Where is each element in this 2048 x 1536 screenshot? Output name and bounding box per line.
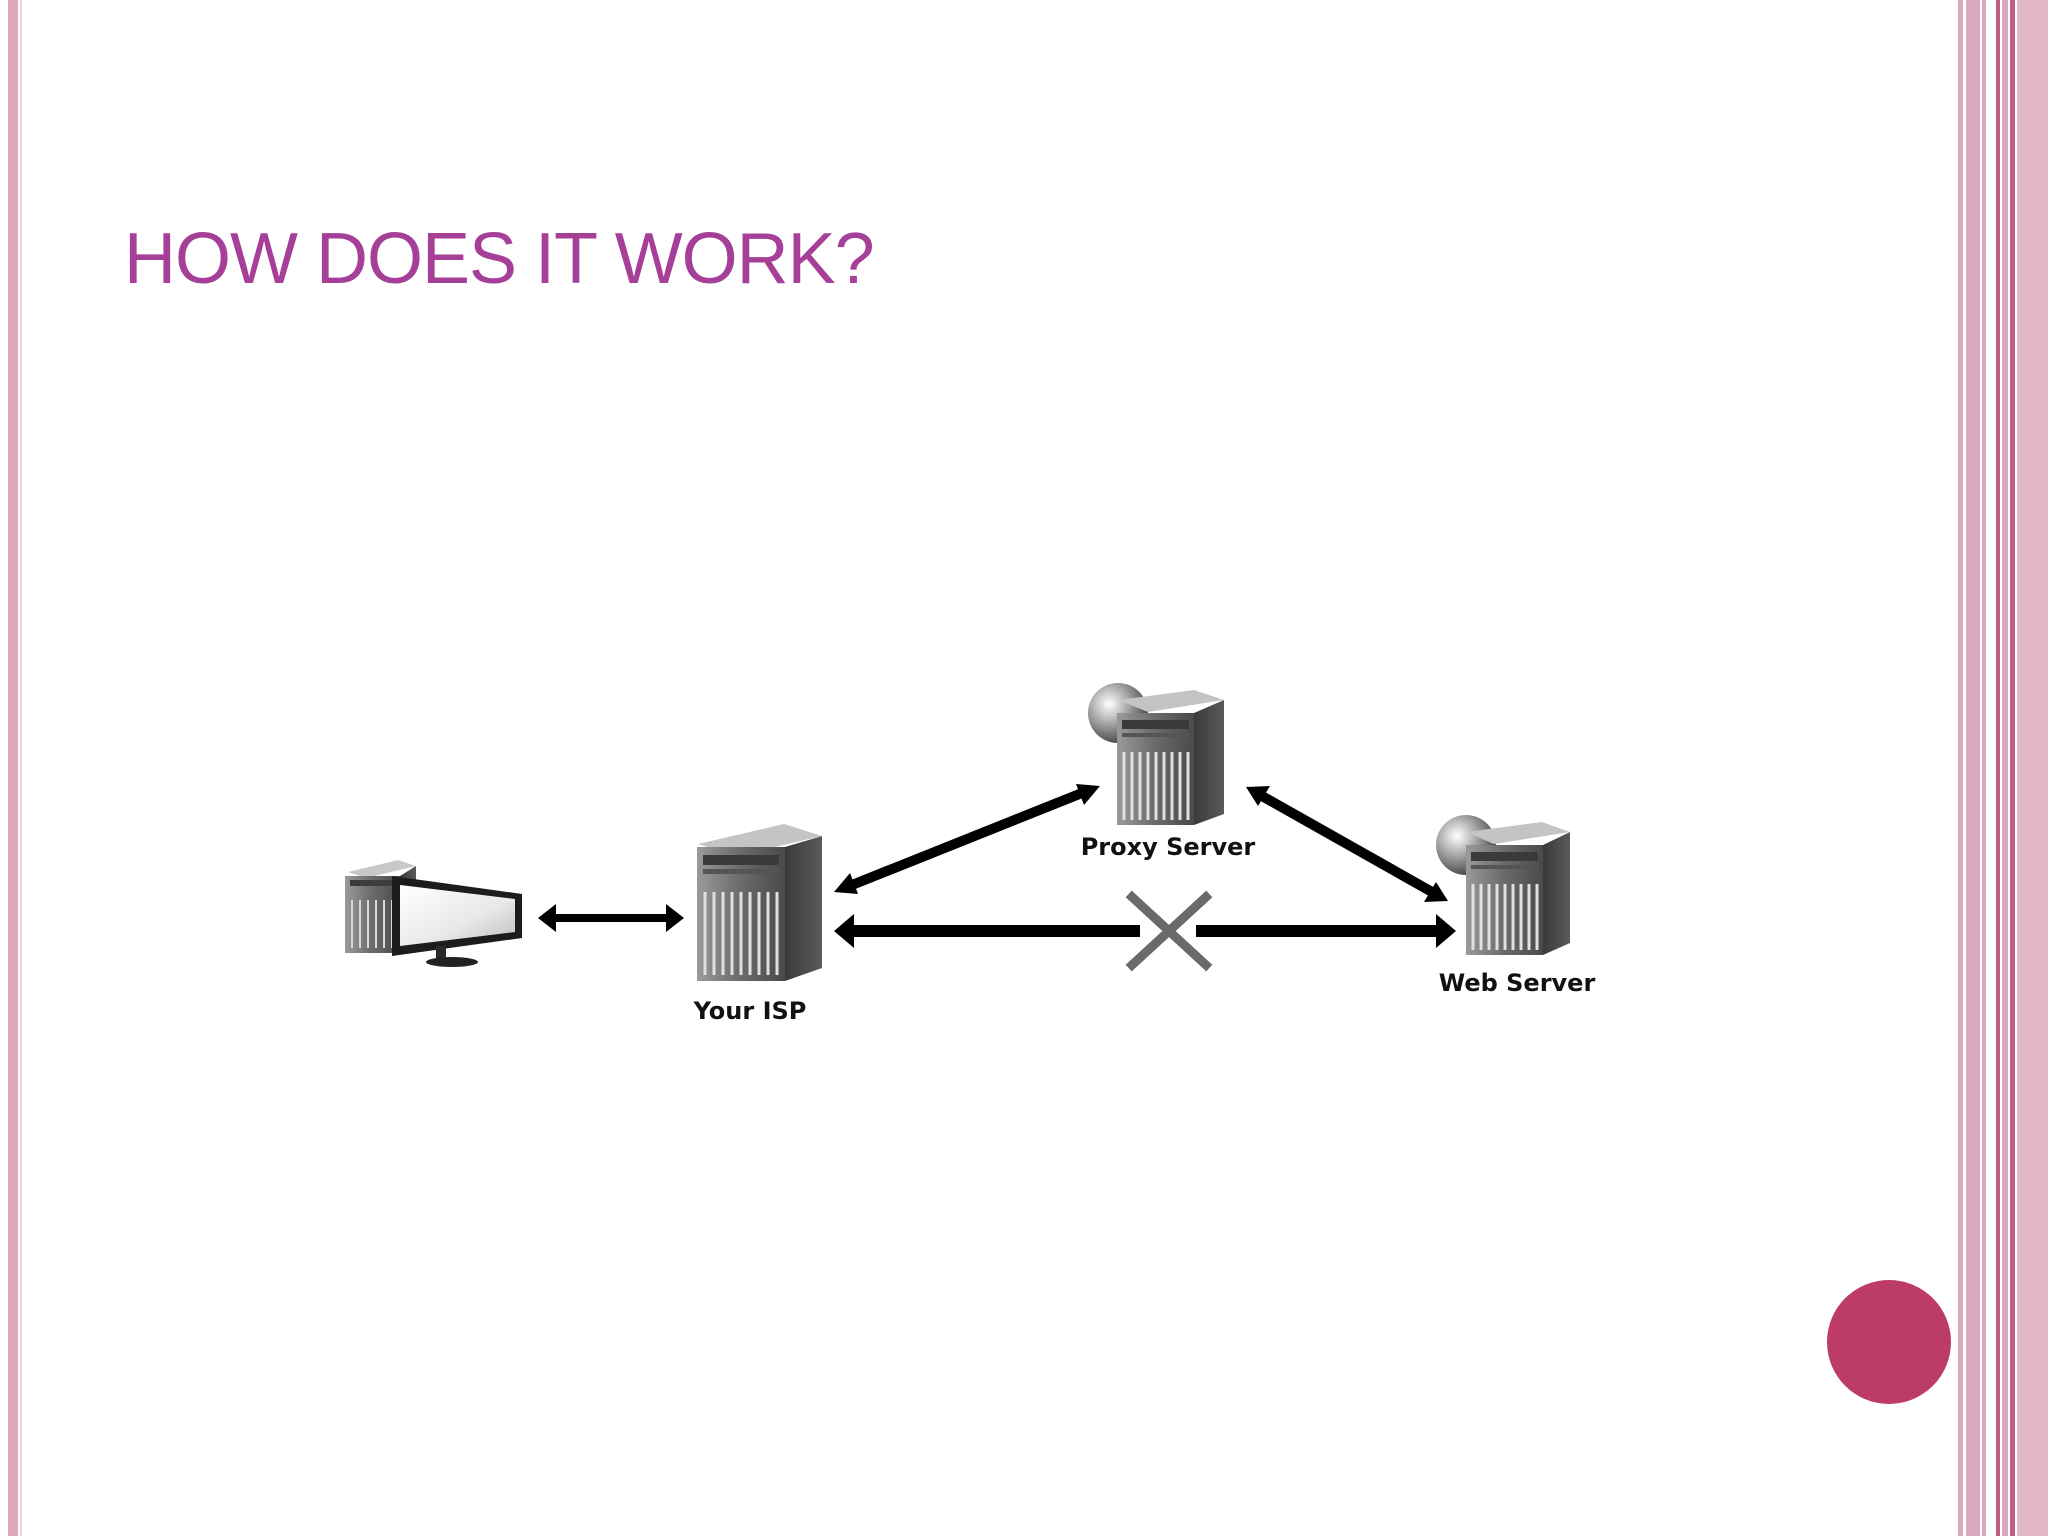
isp-proxy-arrow bbox=[834, 784, 1100, 894]
web-server-icon bbox=[1436, 815, 1570, 955]
slide-accent-circle bbox=[1827, 1280, 1951, 1404]
right-border-bar bbox=[1966, 0, 1980, 1536]
right-border-line-3 bbox=[1996, 0, 2000, 1536]
right-border-line-4 bbox=[2010, 0, 2015, 1536]
right-border-line bbox=[1958, 0, 1963, 1536]
isp-server-icon bbox=[697, 824, 822, 981]
isp-label: Your ISP bbox=[693, 997, 807, 1025]
right-border-bar-3 bbox=[2017, 0, 2048, 1536]
isp-web-blocked-arrow bbox=[834, 914, 1456, 948]
slide-title: HOW DOES IT WORK? bbox=[124, 219, 875, 299]
monitor-icon bbox=[392, 876, 522, 967]
client-computer-icon bbox=[345, 860, 522, 967]
client-isp-arrow bbox=[538, 904, 684, 932]
proxy-web-arrow bbox=[1246, 786, 1448, 902]
left-border-bar bbox=[8, 0, 18, 1536]
proxy-server-icon bbox=[1088, 683, 1224, 825]
right-border-bar-2 bbox=[2002, 0, 2008, 1536]
proxy-server-label: Proxy Server bbox=[1081, 833, 1256, 861]
blocked-x-icon bbox=[1125, 890, 1213, 972]
right-border-line-2 bbox=[1982, 0, 1986, 1536]
web-server-label: Web Server bbox=[1439, 969, 1596, 997]
left-border-line bbox=[20, 0, 22, 1536]
